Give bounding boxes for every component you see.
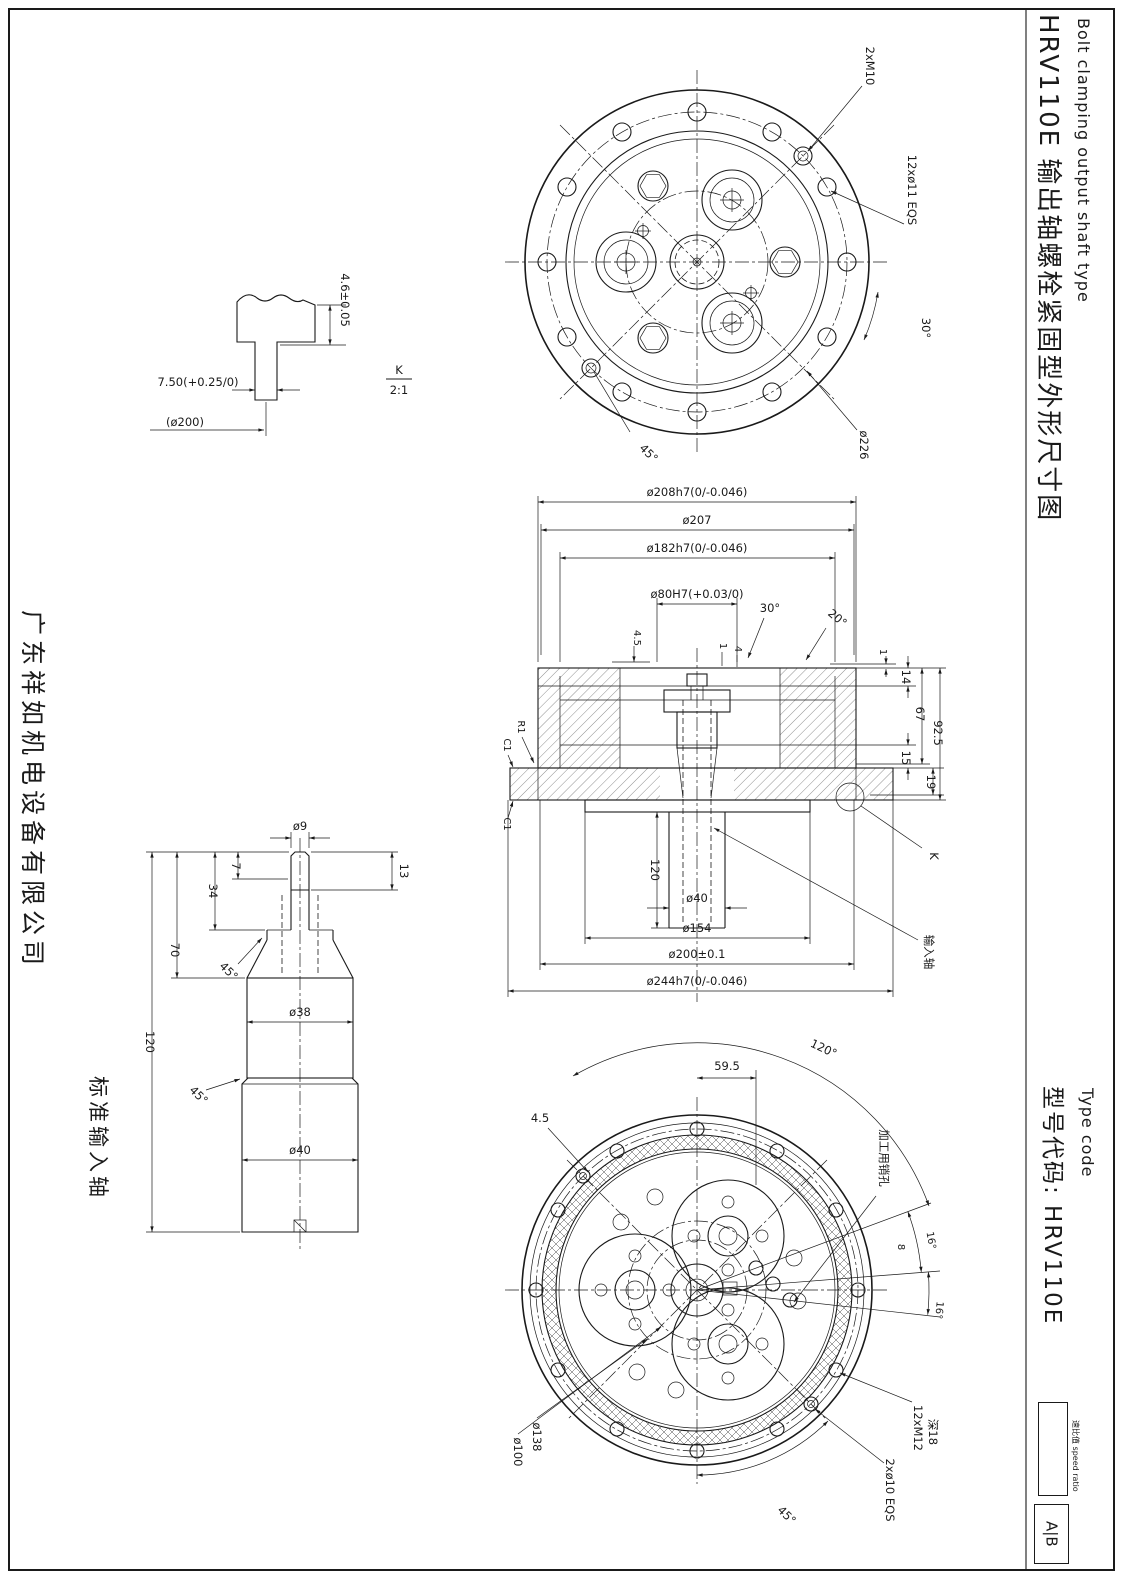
standard-input-shaft-label: 标准输入轴 xyxy=(86,1076,110,1201)
shaft-label-d70: 70 xyxy=(168,943,182,958)
detail-k-label-scale: 2:1 xyxy=(390,383,409,397)
rear-label-a16a: 16° xyxy=(924,1231,938,1250)
rear-label-pin-holes: 加工用销孔 xyxy=(877,1129,891,1187)
section-label-input-shaft: 输入轴 xyxy=(922,935,936,970)
ratio-note-en: speed ratio xyxy=(1071,1446,1080,1492)
variant-code: A|B xyxy=(1042,1521,1061,1547)
section-label-d80: ø80H7(+0.03/0) xyxy=(650,587,743,601)
section-label-d200: ø200±0.1 xyxy=(669,947,726,961)
section-label-d208: ø208h7(0/-0.046) xyxy=(647,485,748,499)
front-centerlines xyxy=(505,70,889,454)
shaft-label-d120: 120 xyxy=(143,1031,157,1053)
rear-label-d138: ø138 xyxy=(530,1423,544,1452)
shaft-label-d40: ø40 xyxy=(289,1143,311,1157)
rear-angle-lines xyxy=(572,1042,941,1477)
ratio-note-cn: 速比值 xyxy=(1071,1420,1080,1444)
front-hex-screws xyxy=(637,170,801,354)
front-label-d226: ø226 xyxy=(857,431,871,460)
section-input-shaft-leader xyxy=(713,827,919,941)
rear-label-d10: 2xø10 EQS xyxy=(883,1458,897,1521)
detail-k-label-46: 4.6±0.05 xyxy=(338,273,352,327)
type-code-label-en: Type code xyxy=(1078,1088,1097,1178)
rear-planet-gears xyxy=(578,1179,785,1401)
section-label-d15: 15 xyxy=(899,751,913,766)
section-top-dims xyxy=(537,496,857,667)
section-label-d19: 19 xyxy=(924,775,938,790)
company-name: 广东祥如机电设备有限公司 xyxy=(18,610,47,971)
shaft-label-d7: 7 xyxy=(229,862,243,869)
rear-label-m12: 12xM12 xyxy=(911,1405,925,1451)
section-left-leaders xyxy=(507,736,535,819)
section-label-d1b: 1 xyxy=(877,649,888,655)
section-label-d45: 4.5 xyxy=(631,630,642,646)
detail-k-dims xyxy=(150,304,412,436)
type-code-label-cn: 型号代码: HRV110E xyxy=(1039,1086,1065,1326)
rear-label-d595: 59.5 xyxy=(714,1059,740,1073)
section-label-d40: ø40 xyxy=(686,891,708,905)
rear-label-d8: 8 xyxy=(895,1244,906,1250)
ratio-blank-box xyxy=(1038,1402,1068,1496)
shaft-outline xyxy=(241,851,359,1233)
section-label-d154: ø154 xyxy=(683,921,712,935)
front-leaders xyxy=(593,85,905,433)
section-label-d4: 4 xyxy=(732,646,743,652)
section-label-d14: 14 xyxy=(899,670,913,685)
page-title: HRV110E 输出轴螺栓紧固型外形尺寸图 xyxy=(1033,14,1063,523)
detail-k-profile xyxy=(236,294,316,401)
detail-k-label-200: (ø200) xyxy=(166,415,204,429)
section-right-dims xyxy=(830,656,946,801)
front-pin-holes xyxy=(635,223,759,301)
front-crank-rollers xyxy=(595,169,763,354)
shaft-label-d13: 13 xyxy=(397,864,411,879)
detail-k-label-k: K xyxy=(395,363,403,377)
section-view: ø208h7(0/-0.046) ø207 ø182h7(0/-0.046) ø… xyxy=(501,485,946,1002)
section-label-c1b: C1 xyxy=(501,817,512,830)
variant-code-box: A|B xyxy=(1034,1504,1069,1564)
section-label-d244: ø244h7(0/-0.046) xyxy=(647,974,748,988)
page-title-english: Bolt clamping output shaft type xyxy=(1074,18,1093,303)
section-label-a30: 30° xyxy=(760,601,780,615)
section-input-coupling xyxy=(663,673,731,799)
section-label-r1: R1 xyxy=(515,720,526,733)
section-housing xyxy=(509,667,894,929)
section-bottom-dims xyxy=(507,800,894,997)
shaft-label-d9: ø9 xyxy=(293,819,307,833)
section-label-d207: ø207 xyxy=(683,513,712,527)
rear-label-a16b: 16° xyxy=(932,1301,945,1320)
section-label-d182: ø182h7(0/-0.046) xyxy=(647,541,748,555)
rear-label-d100: ø100 xyxy=(511,1438,525,1467)
rear-dims-leaders xyxy=(517,1070,913,1464)
section-label-d1a: 1 xyxy=(717,643,728,649)
shaft-label-d38: ø38 xyxy=(289,1005,311,1019)
rear-label-d45: 4.5 xyxy=(531,1111,549,1125)
front-flange-circles xyxy=(524,89,870,435)
section-label-d120: 120 xyxy=(648,859,662,881)
front-m10-holes xyxy=(581,146,813,378)
front-bolt-holes xyxy=(537,102,857,422)
front-label-angle30: 30° xyxy=(919,318,933,338)
front-label-bolt-holes: 12xø11 EQS xyxy=(905,155,919,225)
rear-center-shaft xyxy=(670,1263,738,1317)
section-detail-k-marker xyxy=(835,782,923,849)
border-frame xyxy=(8,8,1115,1571)
detail-k-view: 4.6±0.05 7.50(+0.25/0) (ø200) K 2:1 xyxy=(150,273,412,436)
ratio-note: 速比值 speed ratio xyxy=(1070,1420,1080,1492)
section-label-k: K xyxy=(927,852,941,860)
front-label-m10: 2xM10 xyxy=(863,47,877,86)
shaft-dims xyxy=(146,832,398,1233)
section-label-c1a: C1 xyxy=(501,738,512,751)
front-view: 2xM10 12xø11 EQS 30° ø226 45° xyxy=(505,47,933,465)
section-label-d67: 67 xyxy=(913,707,927,722)
rear-label-m12-depth: 深18 xyxy=(926,1419,940,1445)
shaft-label-d34: 34 xyxy=(206,884,220,899)
rear-view: 120° 59.5 4.5 加工用销孔 8 16° 16° 12xM12 深18… xyxy=(505,1036,945,1527)
section-label-d925: 92.5 xyxy=(931,720,945,746)
detail-k-label-75: 7.50(+0.25/0) xyxy=(157,375,238,389)
section-hatching xyxy=(510,668,893,800)
